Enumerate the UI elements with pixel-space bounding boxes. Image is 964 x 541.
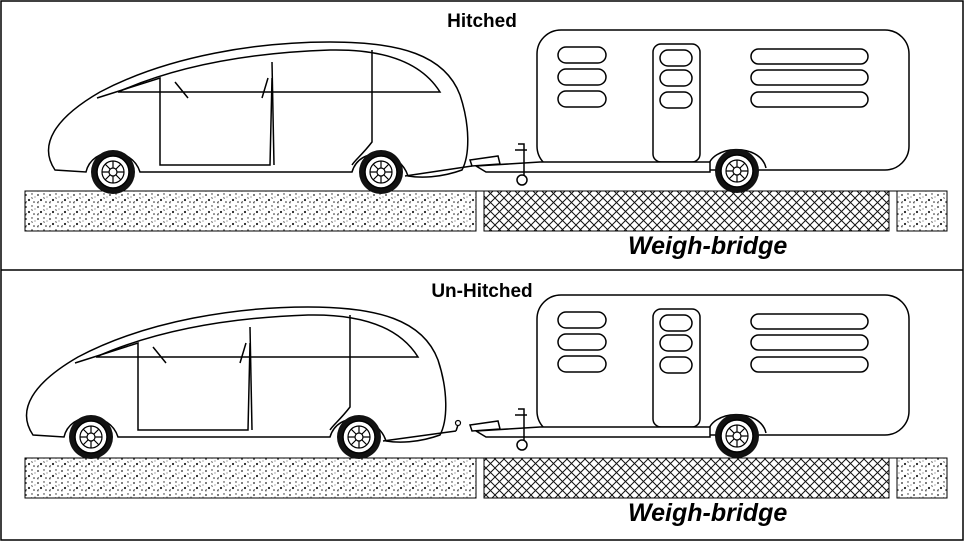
tow-hitch bbox=[404, 165, 473, 177]
car-front-wheel bbox=[68, 414, 114, 460]
panel-title-hitched: Hitched bbox=[447, 11, 517, 32]
car bbox=[25, 306, 462, 460]
caravan-wheel bbox=[714, 148, 760, 194]
weighbridge-platform bbox=[483, 457, 890, 499]
caravan bbox=[469, 294, 910, 459]
weighbridge-label-top: Weigh-bridge bbox=[628, 232, 788, 260]
ground-left bbox=[24, 457, 477, 499]
ground-right bbox=[896, 457, 948, 499]
tow-hitch bbox=[382, 424, 459, 442]
ground-left bbox=[24, 190, 477, 232]
unhitched-scene bbox=[24, 294, 948, 499]
car-front-wheel bbox=[90, 149, 136, 195]
panel-title-unhitched: Un-Hitched bbox=[431, 281, 533, 302]
car-rear-wheel bbox=[358, 149, 404, 195]
caravan-wheel bbox=[714, 413, 760, 459]
hitched-scene bbox=[24, 29, 948, 232]
weighbridge-platform bbox=[483, 190, 890, 232]
weighbridge-label-bottom: Weigh-bridge bbox=[628, 499, 788, 527]
car-rear-wheel bbox=[336, 414, 382, 460]
car bbox=[47, 41, 473, 195]
ground-right bbox=[896, 190, 948, 232]
